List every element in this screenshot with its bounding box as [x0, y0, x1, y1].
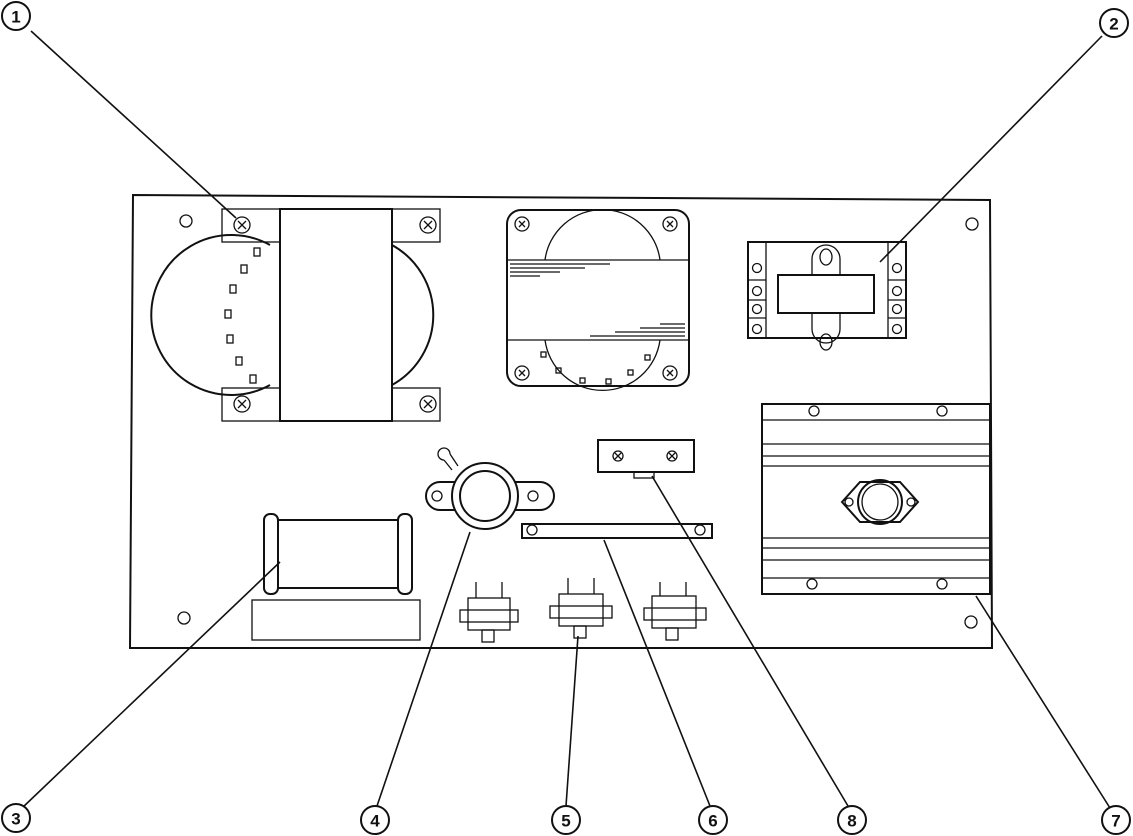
socket-middle	[549, 578, 613, 639]
leader-lines	[21, 30, 1111, 809]
mounting-hole-top-right	[965, 217, 979, 231]
callout-2: 2	[1099, 8, 1129, 38]
callout-4-label: 4	[370, 812, 380, 831]
callout-3: 3	[1, 803, 31, 833]
chassis-plate	[128, 193, 994, 649]
resistor	[251, 513, 421, 641]
leader-3	[21, 561, 281, 809]
heat-sink	[761, 403, 991, 595]
sockets	[459, 578, 707, 643]
leader-1	[30, 30, 237, 219]
callout-7-label: 7	[1111, 812, 1120, 831]
small-transformer	[747, 241, 907, 351]
leader-6	[603, 539, 711, 807]
callout-5-label: 5	[561, 812, 570, 831]
capacitor-clamp	[425, 447, 555, 530]
leader-8	[651, 475, 849, 807]
mounting-hole-bottom-right	[964, 615, 978, 629]
socket-left	[459, 582, 519, 643]
leader-5	[565, 635, 579, 807]
callout-8-label: 8	[847, 812, 856, 831]
callout-6: 6	[698, 805, 728, 835]
callout-2-label: 2	[1109, 15, 1118, 34]
callout-8: 8	[837, 805, 867, 835]
callout-1: 1	[1, 1, 31, 31]
power-transformer	[150, 208, 441, 422]
socket-right	[643, 582, 707, 641]
callout-5: 5	[551, 805, 581, 835]
callout-3-label: 3	[11, 810, 20, 829]
leader-2	[879, 35, 1103, 263]
leader-4	[376, 531, 471, 807]
center-transformer	[506, 209, 690, 391]
callout-6-label: 6	[708, 812, 717, 831]
callout-4: 4	[360, 805, 390, 835]
callout-1-label: 1	[11, 8, 20, 27]
callout-7: 7	[1101, 805, 1131, 835]
mounting-hole-bottom-left	[177, 611, 191, 625]
leader-7	[975, 595, 1111, 809]
mounting-hole-top-left	[179, 214, 193, 228]
flat-bracket	[521, 523, 713, 539]
terminal-bracket	[597, 439, 695, 479]
